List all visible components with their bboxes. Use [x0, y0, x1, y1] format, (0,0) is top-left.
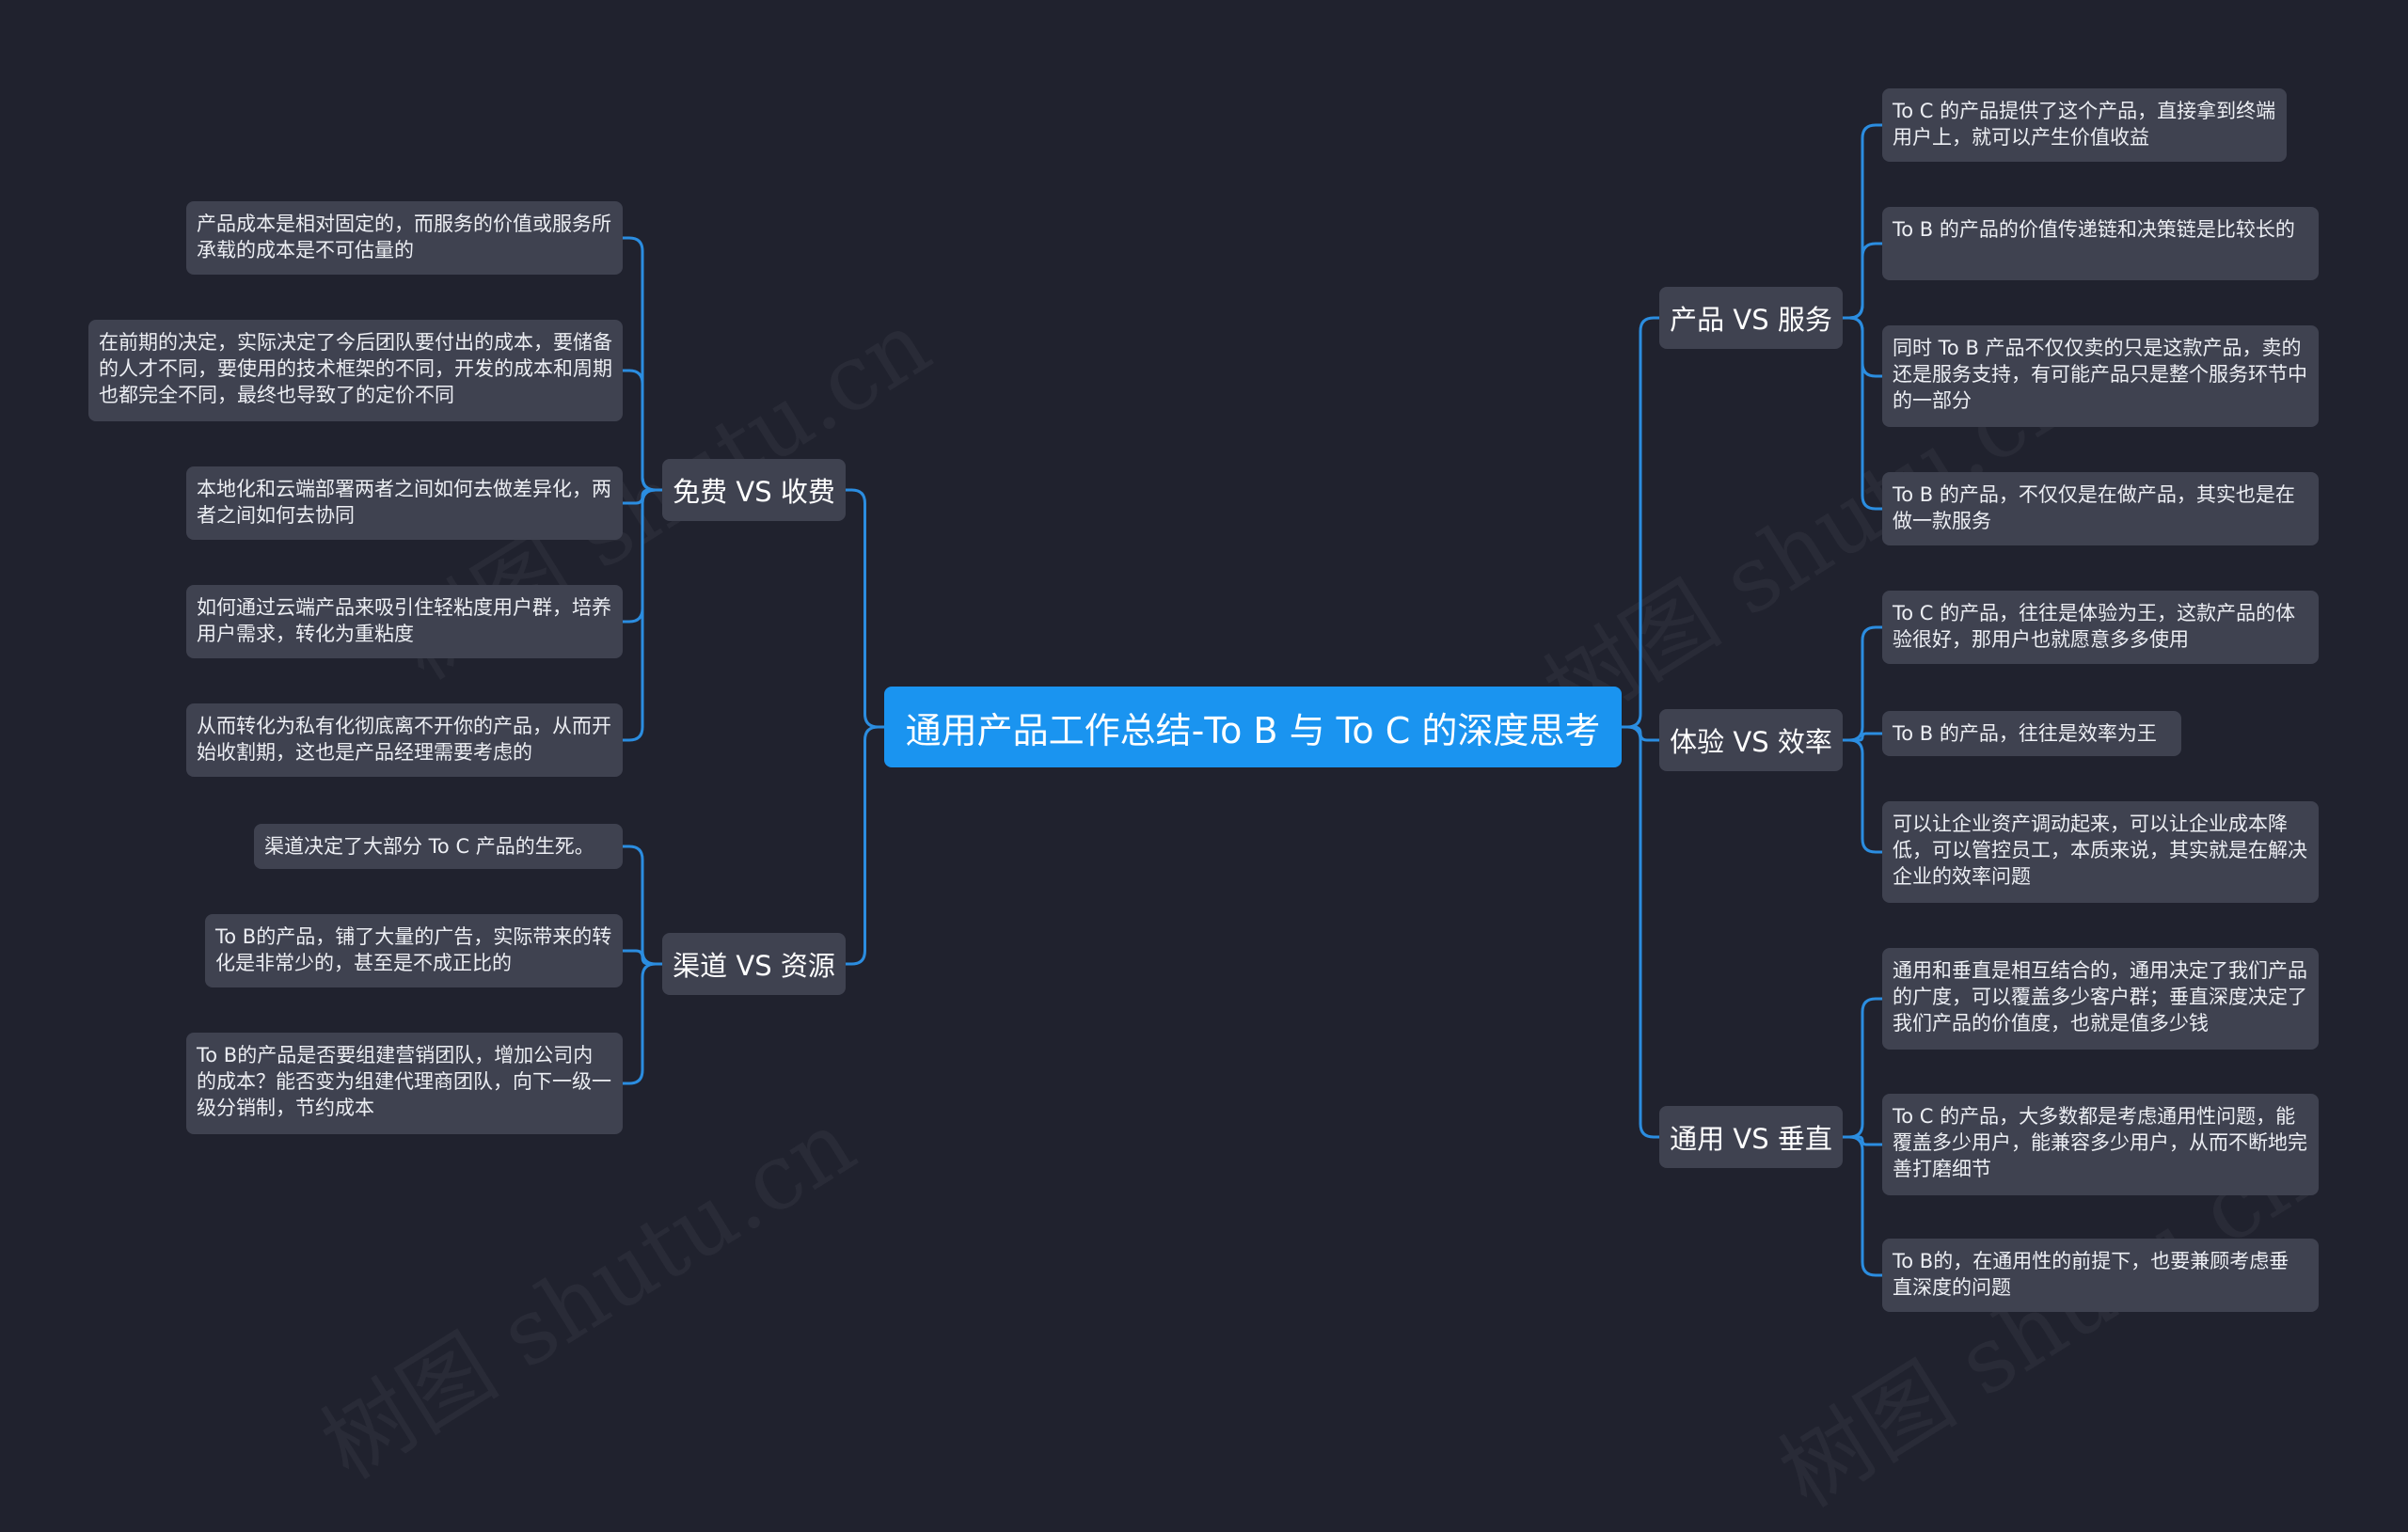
leaf-topic[interactable]: To C 的产品，大多数都是考虑通用性问题，能覆盖多少用户，能兼容多少用户，从而…	[1882, 1094, 2319, 1195]
connector-line	[846, 725, 884, 966]
branch-channel-vs-resource[interactable]: 渠道 VS 资源	[662, 933, 846, 995]
connector-line	[623, 369, 662, 492]
connector-line	[1843, 242, 1882, 320]
leaf-topic[interactable]: 渠道决定了大部分 To C 产品的生死。	[254, 824, 623, 869]
leaf-topic[interactable]: To C 的产品提供了这个产品，直接拿到终端用户上，就可以产生价值收益	[1882, 88, 2287, 162]
leaf-topic[interactable]: To B的产品是否要组建营销团队，增加公司内的成本？能否变为组建代理商团队，向下…	[186, 1033, 623, 1134]
root-topic[interactable]: 通用产品工作总结-To B 与 To C 的深度思考	[884, 687, 1622, 767]
leaf-topic[interactable]: To B 的产品，往往是效率为王	[1882, 711, 2181, 756]
connector-line	[1843, 997, 1882, 1139]
connector-line	[1622, 316, 1659, 729]
connector-line	[623, 488, 662, 742]
branch-free-vs-paid[interactable]: 免费 VS 收费	[662, 459, 846, 521]
leaf-topic[interactable]: 本地化和云端部署两者之间如何去做差异化，两者之间如何去协同	[186, 466, 623, 540]
leaf-topic[interactable]: 如何通过云端产品来吸引住轻粘度用户群，培养用户需求，转化为重粘度	[186, 585, 623, 658]
connector-line	[1843, 1135, 1882, 1146]
connector-lines	[623, 123, 1882, 1277]
leaf-topic[interactable]: 可以让企业资产调动起来，可以让企业成本降低，可以管控员工，本质来说，其实就是在解…	[1882, 801, 2319, 903]
leaf-topic[interactable]: 在前期的决定，实际决定了今后团队要付出的成本，要储备的人才不同，要使用的技术框架…	[88, 320, 623, 421]
leaf-topic[interactable]: 从而转化为私有化彻底离不开你的产品，从而开始收割期，这也是产品经理需要考虑的	[186, 703, 623, 777]
connector-line	[1843, 738, 1882, 854]
leaf-topic[interactable]: To B 的产品，不仅仅是在做产品，其实也是在做一款服务	[1882, 472, 2319, 545]
leaf-topic[interactable]: To B 的产品的价值传递链和决策链是比较长的	[1882, 207, 2319, 280]
leaf-topic[interactable]: 产品成本是相对固定的，而服务的价值或服务所承载的成本是不可估量的	[186, 201, 623, 275]
connector-line	[1843, 625, 1882, 742]
connector-line	[623, 949, 662, 966]
connector-line	[623, 845, 662, 966]
leaf-topic[interactable]: To B的产品，铺了大量的广告，实际带来的转化是非常少的，甚至是不成正比的	[205, 914, 623, 987]
leaf-topic[interactable]: To B的，在通用性的前提下，也要兼顾考虑垂直深度的问题	[1882, 1239, 2319, 1312]
leaf-topic[interactable]: 通用和垂直是相互结合的，通用决定了我们产品的广度，可以覆盖多少客户群；垂直深度决…	[1882, 948, 2319, 1050]
mind-map-canvas: 树图 shutu.cn 树图 shutu.cn 树图 shutu.cn 树图 s…	[88, 88, 2319, 1312]
connector-line	[1843, 732, 1882, 742]
leaf-topic[interactable]: 同时 To B 产品不仅仅卖的只是这款产品，卖的还是服务支持，有可能产品只是整个…	[1882, 325, 2319, 427]
branch-experience-vs-efficiency[interactable]: 体验 VS 效率	[1659, 709, 1843, 771]
connector-line	[1622, 725, 1659, 1139]
branch-general-vs-vertical[interactable]: 通用 VS 垂直	[1659, 1106, 1843, 1168]
branch-product-vs-service[interactable]: 产品 VS 服务	[1659, 287, 1843, 349]
connector-line	[846, 488, 884, 729]
connector-line	[1843, 316, 1882, 511]
connector-line	[1843, 1135, 1882, 1277]
leaf-topic[interactable]: To C 的产品，往往是体验为王，这款产品的体验很好，那用户也就愿意多多使用	[1882, 591, 2319, 664]
connector-line	[623, 962, 662, 1085]
